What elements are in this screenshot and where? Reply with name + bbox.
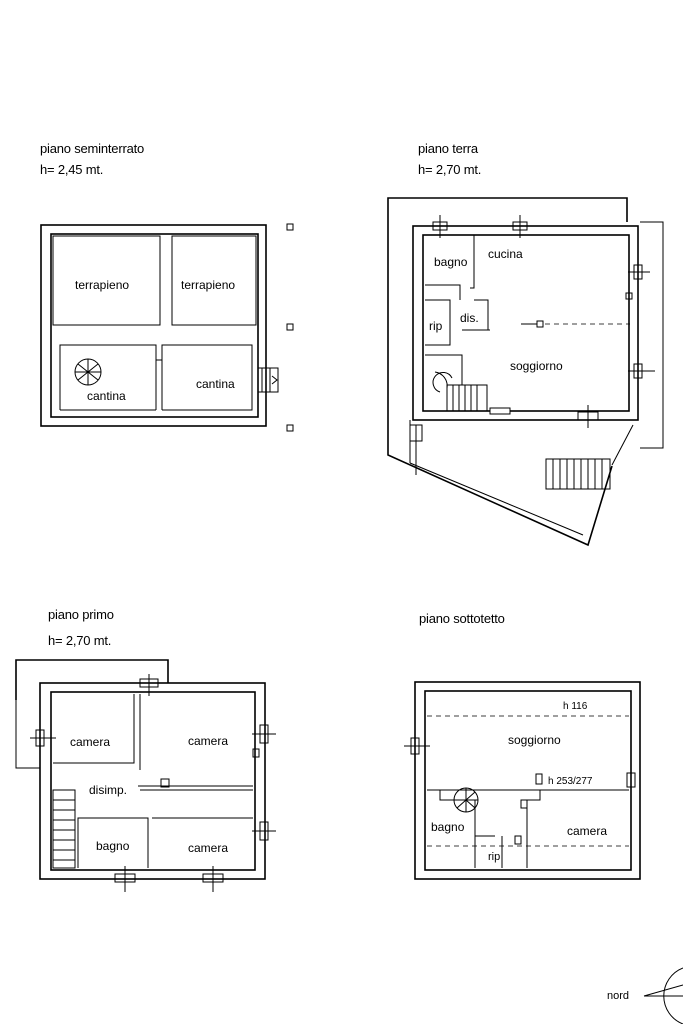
height-label-h253: h 253/277 <box>548 776 593 787</box>
title-primo: piano primo h= 2,70 mt. <box>48 604 114 651</box>
arrow-icon <box>271 375 278 385</box>
room-label-camera: camera <box>188 841 228 855</box>
room-label-cantina: cantina <box>87 389 126 403</box>
title-sottotetto: piano sottotetto <box>419 608 505 629</box>
compass-rose: nord <box>607 967 683 1024</box>
floor-name: piano primo <box>48 607 114 622</box>
title-terra: piano terra h= 2,70 mt. <box>418 138 481 180</box>
pillar-marker <box>286 323 294 331</box>
room-label-rip: rip <box>488 851 500 863</box>
outer-wall-outside <box>412 225 639 421</box>
cantina-right-wall <box>161 344 253 411</box>
room-label-bagno: bagno <box>431 820 465 834</box>
window-marks <box>30 674 276 892</box>
room-label-cantina: cantina <box>196 377 235 391</box>
cantina-left-wall <box>59 344 157 410</box>
spiral-stair-treads <box>75 359 101 385</box>
room-label-terrapieno: terrapieno <box>181 278 235 292</box>
wall-bagno <box>425 284 461 300</box>
room-label-soggiorno: soggiorno <box>508 733 561 747</box>
wall-bagno <box>77 817 149 868</box>
stair-treads <box>452 385 478 411</box>
compass-label: nord <box>607 990 629 1002</box>
room-label-camera: camera <box>188 734 228 748</box>
outer-wall-inside <box>424 690 632 871</box>
room-label-camera: camera <box>567 824 607 838</box>
room-label-bagno: bagno <box>96 839 130 853</box>
wall-camera <box>526 790 541 868</box>
stair-treads <box>53 799 75 861</box>
height-label-h116: h 116 <box>563 701 588 712</box>
window-marks <box>409 215 655 475</box>
wall-stub <box>514 835 522 845</box>
balcony-outline <box>15 659 169 700</box>
wall-stub <box>520 799 528 809</box>
stair-curve <box>434 371 448 389</box>
wall-rip <box>425 299 451 346</box>
terrace-inner-line <box>409 462 584 536</box>
outer-wall-outside <box>39 682 266 880</box>
wall-camera-1 <box>53 694 135 764</box>
terrapieno-block-left <box>52 235 161 326</box>
wall-bagno-cucina <box>470 235 475 289</box>
floor-name: piano terra <box>418 141 478 156</box>
room-label-terrapieno: terrapieno <box>75 278 129 292</box>
stair-treads <box>552 459 603 489</box>
room-label-dis: dis. <box>460 311 479 325</box>
wall-dis <box>474 299 489 330</box>
floor-height: h= 2,45 mt. <box>40 162 104 177</box>
room-label-cucina: cucina <box>488 247 523 261</box>
outer-wall-inside <box>50 233 259 418</box>
plan-sottotetto: h 116 soggiorno h 253/277 bagno camera r… <box>404 681 641 880</box>
floor-name: piano sottotetto <box>419 611 505 626</box>
outer-wall-inside <box>50 691 256 871</box>
plan-terra: bagno cucina rip dis. soggiorno <box>387 197 664 547</box>
flue-marker <box>160 778 170 788</box>
balcony-outline <box>15 700 40 769</box>
wall-bagno <box>439 790 476 836</box>
floor-name: piano seminterrato <box>40 141 145 156</box>
title-seminterrato: piano seminterrato h= 2,45 mt. <box>40 138 144 180</box>
compass-circle-icon <box>663 967 683 1024</box>
room-label-bagno: bagno <box>434 255 468 269</box>
symbol-box <box>536 320 544 328</box>
floor-height: h= 2,70 mt. <box>418 162 482 177</box>
terrace-outline <box>387 197 628 547</box>
terrace-edge <box>611 424 634 466</box>
plan-primo: camera camera disimp. bagno camera <box>15 659 276 892</box>
outer-wall-inside <box>422 234 630 412</box>
entry-stair <box>257 367 279 393</box>
pillar-marker <box>286 223 294 231</box>
pillar-marker <box>286 424 294 432</box>
stair-curve <box>432 371 453 393</box>
stair <box>52 789 76 869</box>
wall-stair <box>425 354 463 385</box>
floor-height: h= 2,70 mt. <box>48 633 112 648</box>
terrapieno-block-right <box>171 235 257 326</box>
plan-seminterrato: terrapieno terrapieno cantina cantina <box>40 223 294 432</box>
room-label-rip: rip <box>429 319 443 333</box>
door-gap <box>489 407 511 415</box>
flue-marker <box>535 773 543 785</box>
outer-wall-outside <box>414 681 641 880</box>
room-label-disimp: disimp. <box>89 783 127 797</box>
external-stair <box>545 458 611 490</box>
spiral-stair-treads <box>456 788 478 812</box>
north-arrow-icon <box>643 984 683 997</box>
side-porch <box>640 221 664 449</box>
outer-wall-outside <box>40 224 267 427</box>
room-label-soggiorno: soggiorno <box>510 359 563 373</box>
window-marks <box>404 737 636 788</box>
room-label-camera: camera <box>70 735 110 749</box>
stair <box>446 384 488 412</box>
